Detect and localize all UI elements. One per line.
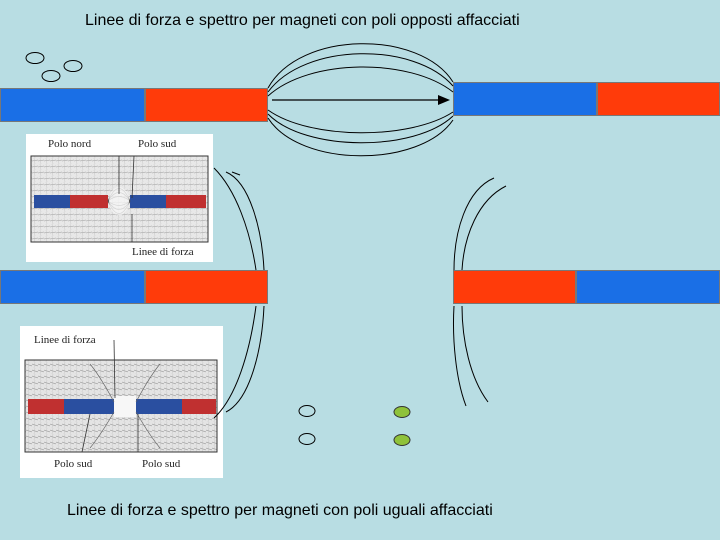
field-lines-same-poles [214, 168, 506, 418]
slide-title-same-poles: Linee di forza e spettro per magneti con… [67, 502, 493, 520]
field-direction-arrow [272, 95, 450, 105]
small-circles-bottom [299, 406, 410, 446]
small-circles-top-left [26, 53, 82, 82]
green-circle [394, 407, 410, 418]
green-circle [394, 435, 410, 446]
